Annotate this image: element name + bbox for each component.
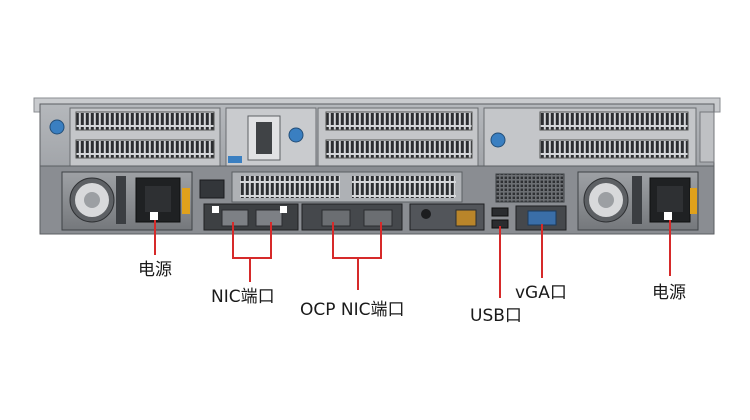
thumbscrew-center-icon[interactable] [288,127,304,143]
pcie-slot-2b[interactable] [325,139,473,159]
label-vga-port: vGA口 [515,283,567,303]
thumbscrew-left-icon[interactable] [49,119,65,135]
label-usb-port: USB口 [470,306,522,326]
rear-vent-grid [495,173,565,203]
idrac-port[interactable] [455,209,477,227]
ocp-nic-port-2[interactable] [363,209,393,227]
psu-right-label [632,176,642,224]
label-nic-ports: NIC端口 [211,287,275,307]
label-power-right: 电源 [652,283,686,303]
drive-carrier-slot [256,122,272,154]
label-power-left: 电源 [138,260,172,280]
psu-right-handle[interactable] [690,188,697,214]
usb-port-top[interactable] [491,207,509,217]
ocp-nic-port-1[interactable] [321,209,351,227]
callout-lines [154,220,671,298]
callout-nic [232,222,272,259]
label-ocp-nic-ports: OCP NIC端口 [300,300,405,320]
psu-left-handle[interactable] [182,188,190,214]
system-id-button[interactable] [199,179,225,199]
pcie-slot-1b[interactable] [75,139,215,159]
pcie-slot-1a[interactable] [75,111,215,131]
ocp-vent-right [352,176,456,198]
psu-left-label [116,176,126,224]
nic-port-2[interactable] [255,209,283,227]
blue-pull-tab[interactable] [228,156,242,163]
nic-port-1[interactable] [221,209,249,227]
pcie-slot-3b[interactable] [539,139,689,159]
vga-port[interactable] [527,210,557,226]
pcie-slot-2a[interactable] [325,111,473,131]
pcie-slot-3a[interactable] [539,111,689,131]
rack-ear-right [699,111,715,163]
ocp-vent-left [240,176,340,198]
idrac-indicator-icon [421,209,431,219]
thumbscrew-right-icon[interactable] [490,132,506,148]
